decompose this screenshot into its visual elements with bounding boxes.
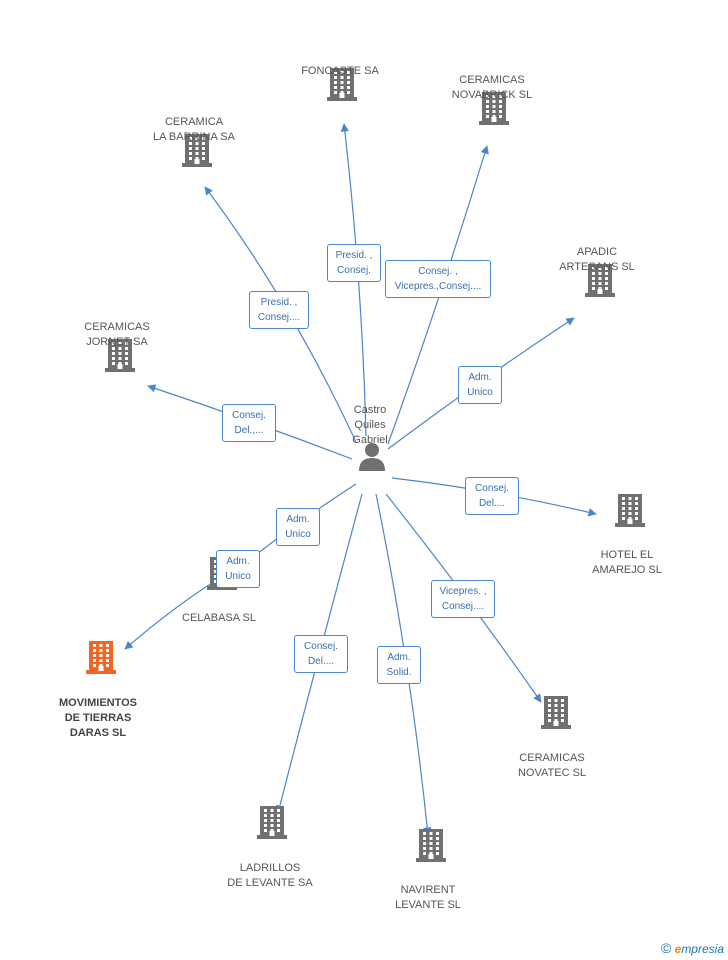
building-icon[interactable] <box>479 91 509 125</box>
building-icon[interactable] <box>86 640 116 674</box>
relation-role-label[interactable]: Adm. Unico <box>276 508 320 546</box>
person-name-label[interactable]: Castro Quiles Gabriel <box>352 404 388 446</box>
edge-layer <box>124 123 597 836</box>
relation-role-label[interactable]: Presid. , Consej. <box>327 244 381 282</box>
company-name-label[interactable]: CELABASA SL <box>182 612 256 624</box>
relation-role-label[interactable]: Consej. Del.,... <box>222 404 276 442</box>
building-icon[interactable] <box>327 67 357 101</box>
building-icon[interactable] <box>105 338 135 372</box>
company-name-label[interactable]: CERAMICAS NOVATEC SL <box>517 752 587 779</box>
company-name-label[interactable]: MOVIMIENTOS DE TIERRAS DARAS SL <box>58 697 138 739</box>
building-icon[interactable] <box>615 493 645 527</box>
building-icon[interactable] <box>585 263 615 297</box>
company-name-label[interactable]: CERAMICAS NOVABRICK SL <box>451 74 533 101</box>
company-name-label[interactable]: HOTEL EL AMAREJO SL <box>592 549 662 576</box>
relation-role-label[interactable]: Consej. Del.... <box>465 477 519 515</box>
building-icon[interactable] <box>182 133 212 167</box>
company-name-label[interactable]: CERAMICA LA BARRINA SA <box>153 116 235 143</box>
company-name-label[interactable]: CERAMICAS JORNET SA <box>84 321 150 348</box>
brand-name: mpresia <box>681 942 724 956</box>
building-icon[interactable] <box>541 695 571 729</box>
company-name-label[interactable]: FONCASTE SA <box>301 65 379 77</box>
building-icon[interactable] <box>416 828 446 862</box>
company-name-label[interactable]: LADRILLOS DE LEVANTE SA <box>227 862 313 889</box>
company-name-label[interactable]: NAVIRENT LEVANTE SL <box>395 884 461 911</box>
relation-role-label[interactable]: Vicepres. , Consej.... <box>431 580 495 618</box>
footer-brand[interactable]: © empresia <box>661 940 724 956</box>
copyright-symbol: © <box>660 940 672 956</box>
relation-role-label[interactable]: Adm. Solid. <box>377 646 421 684</box>
building-icon[interactable] <box>257 805 287 839</box>
brand-initial: e <box>674 942 682 956</box>
company-name-label[interactable]: APADIC ARTESANS SL <box>559 246 635 273</box>
person-icon[interactable] <box>357 441 387 471</box>
relation-edge <box>124 582 213 650</box>
relation-role-label[interactable]: Adm. Unico <box>216 550 260 588</box>
relation-role-label[interactable]: Consej. Del.... <box>294 635 348 673</box>
relation-role-label[interactable]: Consej. , Vicepres.,Consej.... <box>385 260 491 298</box>
relation-role-label[interactable]: Presid. , Consej.... <box>249 291 309 329</box>
relation-role-label[interactable]: Adm. Unico <box>458 366 502 404</box>
